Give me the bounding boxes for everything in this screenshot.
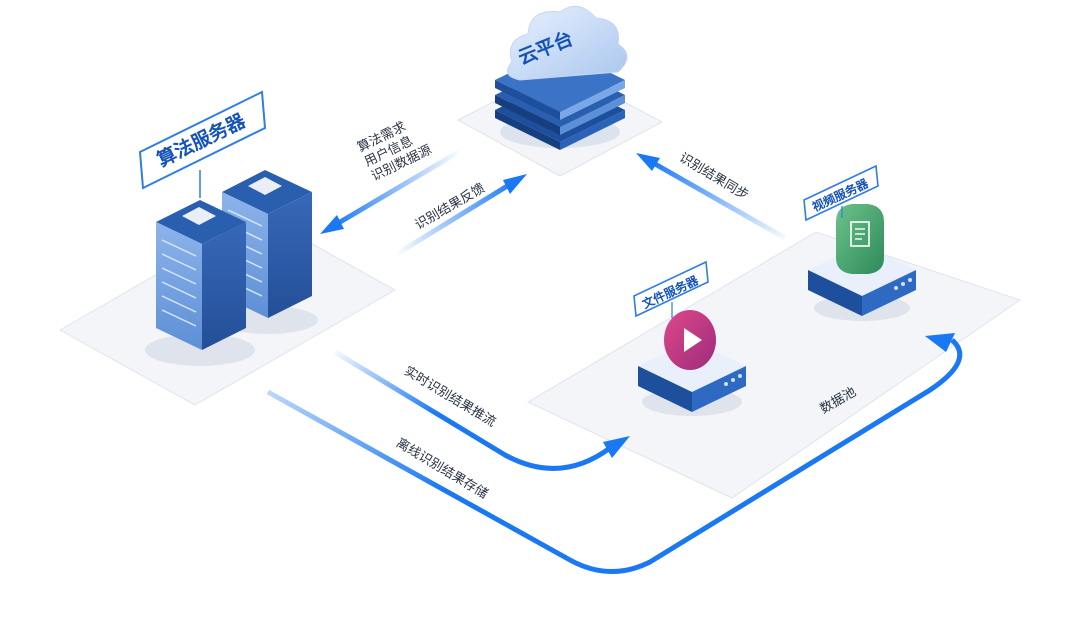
arrow-realtime-push	[333, 349, 630, 471]
arrow-offline-store	[266, 333, 963, 574]
arrow-video-to-cloud	[636, 153, 787, 241]
cloud-icon	[507, 5, 628, 81]
algo-server-racks	[145, 170, 318, 366]
file-server-tag	[633, 260, 709, 318]
video-server-tag	[803, 164, 879, 222]
arrow-algo-to-cloud	[393, 174, 527, 258]
arrow-cloud-to-algo	[320, 147, 464, 234]
algo-server-tag	[138, 90, 267, 198]
document-icon	[836, 204, 884, 274]
play-icon	[664, 310, 716, 370]
data-pool-platform	[526, 231, 1022, 499]
file-server	[638, 340, 746, 416]
